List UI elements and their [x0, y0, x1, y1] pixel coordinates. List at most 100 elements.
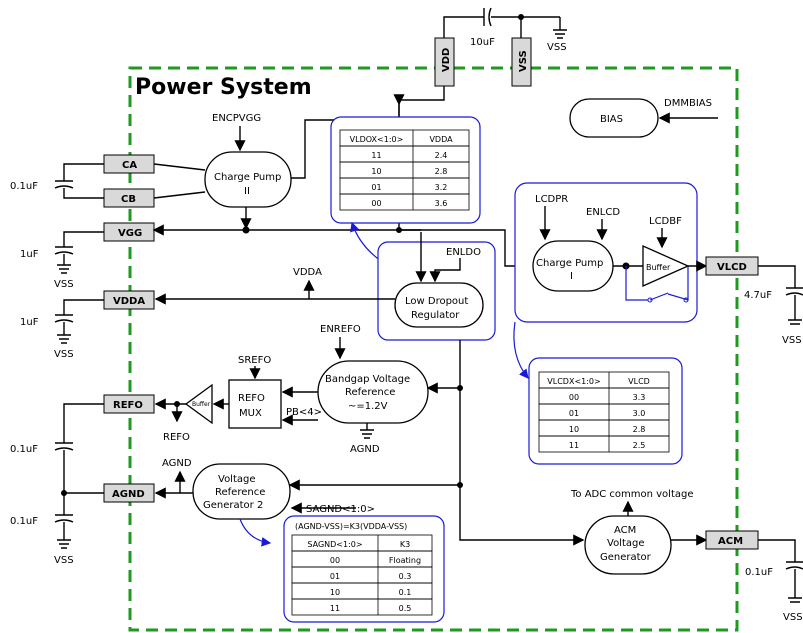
svg-text:AGND: AGND	[112, 489, 145, 500]
svg-text:Bandgap Voltage: Bandgap Voltage	[325, 374, 410, 385]
buffer-bypass-switch	[625, 266, 689, 303]
table-cell: 10	[330, 588, 340, 597]
charge-pump-2-block: Charge Pump II	[204, 151, 292, 208]
svg-text:Reference: Reference	[215, 487, 265, 498]
table-cell: 0.1	[399, 588, 412, 597]
svg-text:VSS: VSS	[547, 42, 567, 53]
refo-node-label: REFO	[163, 432, 190, 443]
svg-text:CA: CA	[122, 160, 137, 171]
table-cell: 3.2	[435, 183, 448, 192]
table-cell: 2.8	[633, 425, 646, 434]
encpvgg-signal-label: ENCPVGG	[212, 113, 261, 124]
svg-text:0.1uF: 0.1uF	[10, 181, 38, 192]
svg-text:BIAS: BIAS	[600, 114, 623, 125]
table-header-cell: VLDOX<1:0>	[350, 135, 404, 144]
svg-text:ACM: ACM	[718, 536, 743, 547]
svg-text:Buffer: Buffer	[646, 263, 671, 272]
svg-text:Buffer: Buffer	[192, 401, 211, 408]
table-cell: 00	[371, 199, 381, 208]
table-row	[339, 193, 470, 211]
table-cell: 11	[371, 151, 381, 160]
diagram-title: Power System	[135, 75, 312, 100]
svg-text:VDDA: VDDA	[113, 296, 145, 307]
svg-text:REFO: REFO	[113, 400, 143, 411]
table-cell: 10	[371, 167, 381, 176]
svg-text:VDD: VDD	[441, 48, 452, 72]
svg-text:VSS: VSS	[783, 612, 803, 623]
table-header-cell: VLCDX<1:0>	[547, 377, 600, 386]
vss-top-pin: VSS	[511, 37, 532, 87]
svg-text:0.1uF: 0.1uF	[10, 444, 38, 455]
agnd-top-label: AGND	[162, 458, 192, 469]
svg-text:VSS: VSS	[54, 279, 74, 290]
table-header-cell: VDDA	[429, 135, 453, 144]
enlcd-signal-label: ENLCD	[586, 207, 620, 218]
cp1-to-table-annotation	[513, 321, 529, 379]
adc-common-voltage-label: To ADC common voltage	[570, 489, 694, 500]
svg-text:0.1uF: 0.1uF	[10, 516, 38, 527]
refo-buffer: Buffer	[184, 383, 213, 425]
table-cell: 2.8	[435, 167, 448, 176]
vdd-decoupling-capacitor: 10uF	[443, 7, 560, 48]
svg-text:~=1.2V: ~=1.2V	[348, 401, 388, 412]
ldo-regulator-panel: Low Dropout Regulator	[377, 241, 496, 341]
table-cell: 01	[569, 409, 579, 418]
dmmbias-signal-label: DMMBIAS	[664, 98, 712, 109]
table-cell: Floating	[389, 556, 421, 565]
ca-pin: CA	[103, 154, 155, 174]
svg-text:1uF: 1uF	[20, 249, 39, 260]
acm-capacitor: 0.1uF VSS	[745, 539, 803, 623]
svg-text:1uF: 1uF	[20, 317, 39, 328]
bandgap-reference-block: Bandgap Voltage Reference ~=1.2V	[317, 360, 429, 424]
vdda-pin: VDDA	[103, 290, 155, 310]
srefo-signal-label: SREFO	[238, 355, 271, 366]
svg-text:Regulator: Regulator	[411, 310, 460, 321]
refo-pin: REFO	[103, 394, 155, 414]
svg-text:10uF: 10uF	[470, 37, 495, 48]
svg-text:0.1uF: 0.1uF	[745, 567, 773, 578]
svg-text:VSS: VSS	[54, 555, 74, 566]
vgg-pin: VGG	[103, 222, 155, 242]
vdda-capacitor: 1uF VSS	[20, 299, 104, 360]
table-header-cell: SAGND<1:0>	[307, 540, 362, 549]
pb4-signal-label: PB<4>	[286, 407, 322, 418]
table-cell: 00	[330, 556, 340, 565]
table-cell: 0.5	[399, 604, 412, 613]
svg-text:VSS: VSS	[518, 50, 529, 72]
acm-voltage-generator-block: ACM Voltage Generator	[584, 515, 672, 575]
table-cell: 3.6	[435, 199, 448, 208]
table-cell: 2.5	[633, 441, 646, 450]
agnd-capacitor: 0.1uF VSS	[10, 493, 74, 566]
table-cell: 10	[569, 425, 579, 434]
charge-pump-1-panel: Charge Pump I	[514, 182, 698, 323]
table-row	[291, 598, 433, 616]
svg-text:VSS: VSS	[782, 335, 802, 346]
table-cell: 2.4	[435, 151, 448, 160]
table-cell: 3.3	[633, 393, 646, 402]
refo-mux-block: REFO MUX	[228, 379, 282, 429]
table-cell: 11	[569, 441, 579, 450]
vlcd-pin: VLCD	[705, 256, 759, 276]
vdda-node-label: VDDA	[293, 267, 322, 278]
cb-pin: CB	[103, 188, 155, 208]
lcdpr-signal-label: LCDPR	[535, 194, 568, 205]
power-system-boundary	[128, 66, 739, 632]
table-header-cell: VLCD	[628, 377, 650, 386]
svg-text:Reference: Reference	[345, 387, 395, 398]
voltage-reference-generator-2-block: Voltage Reference Generator 2	[192, 463, 291, 520]
svg-text:VLCD: VLCD	[717, 262, 747, 273]
svg-text:ACM: ACM	[614, 525, 636, 536]
enldo-signal-label: ENLDO	[446, 247, 481, 258]
ca-cb-flying-capacitor: 0.1uF	[10, 163, 104, 199]
refo-capacitor: 0.1uF	[10, 403, 104, 493]
svg-text:REFO: REFO	[238, 393, 265, 404]
sagnd-table-caption: (AGND-VSS)=K3(VDDA-VSS)	[295, 522, 407, 531]
lcd-buffer: Buffer	[642, 244, 690, 288]
acm-pin: ACM	[705, 530, 759, 550]
table-cell: 3.0	[633, 409, 646, 418]
